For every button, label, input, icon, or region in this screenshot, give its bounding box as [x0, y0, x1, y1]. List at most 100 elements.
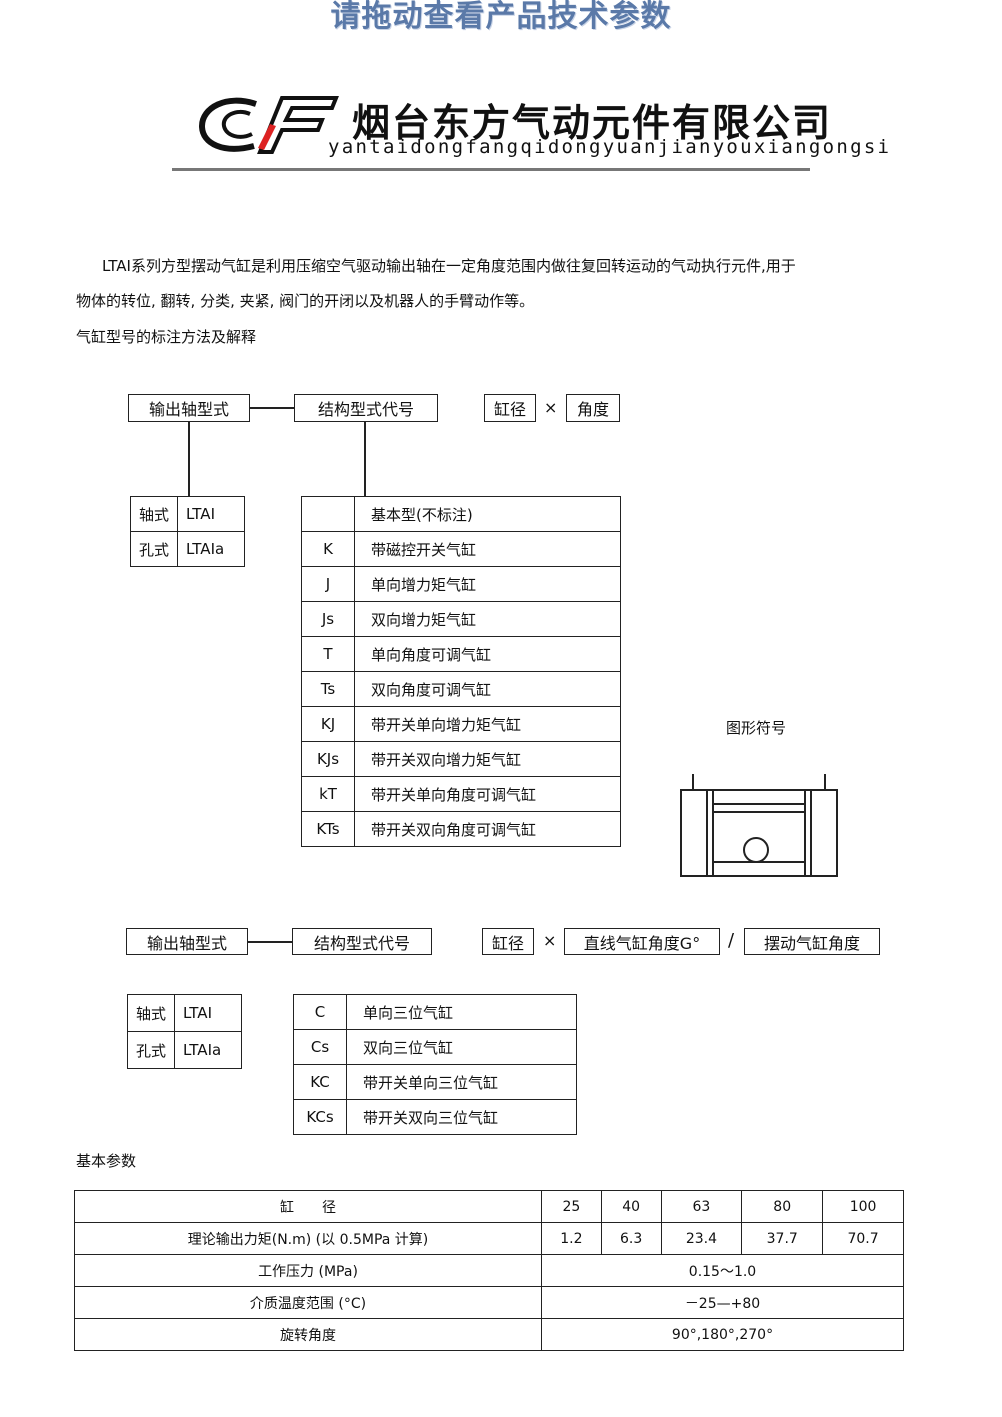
desc-cell: 带开关双向角度可调气缸	[354, 811, 621, 847]
table-cell: 孔式	[126, 1031, 176, 1069]
desc-cell: 带开关双向三位气缸	[346, 1099, 577, 1135]
table-cell: 轴式	[126, 994, 176, 1032]
d1-shaft-type-box: 输出轴型式	[128, 394, 250, 422]
code-cell: Ts	[301, 671, 355, 707]
code-cell: Cs	[293, 1029, 347, 1065]
code-cell: K	[301, 531, 355, 567]
code-cell: kT	[301, 776, 355, 812]
desc-cell: 单向三位气缸	[346, 994, 577, 1030]
table-cell: LTAI	[174, 994, 243, 1032]
swing-cylinder-symbol-icon	[680, 774, 838, 877]
d1-connector	[250, 407, 294, 409]
table-row: 介质温度范围 (°C) －25—+80	[74, 1286, 904, 1319]
params-table: 缸 径 25 40 63 80 100 理论输出力矩(N.m) (以 0.5MP…	[74, 1190, 904, 1351]
table-cell: 80	[741, 1190, 824, 1223]
table-cell: 25	[541, 1190, 602, 1223]
d2-struct-code-box: 结构型式代号	[292, 928, 432, 955]
table-cell: 63	[660, 1190, 743, 1223]
table-row: 理论输出力矩(N.m) (以 0.5MPa 计算) 1.2 6.3 23.4 3…	[74, 1222, 904, 1255]
code-cell: KC	[293, 1064, 347, 1100]
d1-struct-code-box: 结构型式代号	[294, 394, 438, 422]
d2-linear-angle-box: 直线气缸角度G°	[564, 928, 720, 955]
table-cell: LTAIa	[174, 1031, 243, 1069]
d1-angle-box: 角度	[566, 394, 620, 422]
temp-value: －25—+80	[541, 1286, 904, 1319]
code-cell	[301, 496, 355, 532]
company-name-cn: 烟台东方气动元件有限公司	[352, 101, 833, 145]
intro-line-2: 物体的转位, 翻转, 分类, 夹紧, 阀门的开闭以及机器人的手臂动作等。	[76, 292, 535, 310]
company-logo-icon	[198, 96, 339, 154]
desc-cell: 带开关单向增力矩气缸	[354, 706, 621, 742]
code-cell: C	[293, 994, 347, 1030]
code-cell: KJs	[301, 741, 355, 777]
table-cell: 1.2	[541, 1222, 602, 1255]
table-row: 基本型(不标注)	[301, 496, 621, 532]
table-cell: 轴式	[129, 496, 179, 532]
code-cell: J	[301, 566, 355, 602]
intro-line-1: LTAI系列方型摆动气缸是利用压缩空气驱动输出轴在一定角度范围内做往复回转运动的…	[102, 257, 796, 275]
code-cell: Js	[301, 601, 355, 637]
desc-cell: 单向角度可调气缸	[354, 636, 621, 672]
d1-vline-right	[364, 422, 366, 496]
code-cell: KTs	[301, 811, 355, 847]
d1-times: ×	[544, 398, 558, 417]
header-divider	[172, 168, 810, 171]
desc-cell: 双向增力矩气缸	[354, 601, 621, 637]
d2-swing-angle-box: 摆动气缸角度	[744, 928, 880, 955]
code-cell: KCs	[293, 1099, 347, 1135]
symbol-label: 图形符号	[726, 719, 787, 737]
table-cell: 6.3	[600, 1222, 662, 1255]
table-cell: 100	[822, 1190, 904, 1223]
table-cell: 37.7	[741, 1222, 824, 1255]
d2-slash: /	[728, 930, 735, 951]
desc-cell: 基本型(不标注)	[354, 496, 621, 532]
desc-cell: 带开关单向三位气缸	[346, 1064, 577, 1100]
code-cell: T	[301, 636, 355, 672]
bore-label: 缸 径	[74, 1190, 542, 1223]
table-cell: LTAI	[177, 496, 246, 532]
params-heading: 基本参数	[76, 1152, 137, 1170]
table-cell: 70.7	[822, 1222, 904, 1255]
pressure-value: 0.15～1.0	[541, 1254, 904, 1287]
d2-bore-box: 缸径	[482, 928, 534, 955]
d2-connector	[248, 941, 292, 943]
table-row: 缸 径 25 40 63 80 100	[74, 1190, 904, 1223]
torque-label: 理论输出力矩(N.m) (以 0.5MPa 计算)	[74, 1222, 542, 1255]
table-row: 工作压力 (MPa) 0.15～1.0	[74, 1254, 904, 1287]
desc-cell: 带磁控开关气缸	[354, 531, 621, 567]
rotation-value: 90°,180°,270°	[541, 1318, 904, 1351]
desc-cell: 带开关双向增力矩气缸	[354, 741, 621, 777]
table-cell: 40	[600, 1190, 662, 1223]
table-cell: 23.4	[660, 1222, 743, 1255]
d1-bore-box: 缸径	[484, 394, 536, 422]
table-cell: LTAIa	[177, 531, 246, 567]
pressure-label: 工作压力 (MPa)	[74, 1254, 542, 1287]
rotation-label: 旋转角度	[74, 1318, 542, 1351]
code-cell: KJ	[301, 706, 355, 742]
page-banner: 请拖动查看产品技术参数	[330, 0, 672, 34]
desc-cell: 带开关单向角度可调气缸	[354, 776, 621, 812]
table-cell: 孔式	[129, 531, 179, 567]
temp-label: 介质温度范围 (°C)	[74, 1286, 542, 1319]
table-row: 旋转角度 90°,180°,270°	[74, 1318, 904, 1351]
